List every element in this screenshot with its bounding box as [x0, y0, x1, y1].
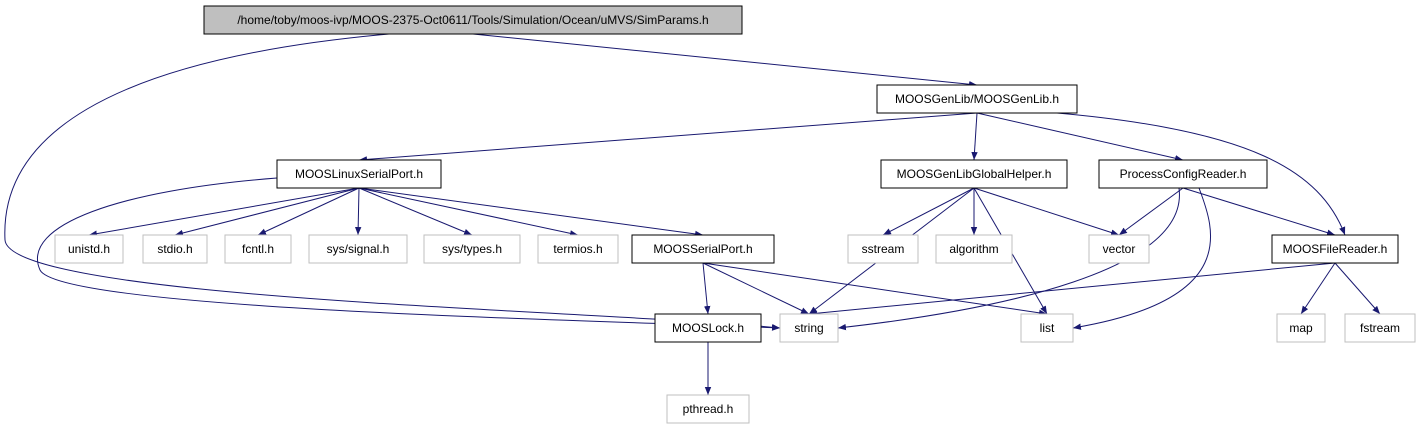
node-label: sys/signal.h: [327, 242, 390, 256]
node-termios: termios.h: [537, 234, 619, 264]
edge-linuxserial-to-types: [358, 187, 473, 236]
node-linuxserial[interactable]: MOOSLinuxSerialPort.h: [276, 159, 442, 189]
node-fstream: fstream: [1344, 313, 1416, 343]
node-box: [847, 234, 919, 264]
edge-filereader-to-map: [1300, 262, 1336, 315]
node-list: list: [1020, 313, 1074, 343]
node-box: [203, 5, 743, 35]
node-globalhelper[interactable]: MOOSGenLibGlobalHelper.h: [880, 159, 1068, 189]
node-processconfig[interactable]: ProcessConfigReader.h: [1098, 159, 1268, 189]
node-label: MOOSFileReader.h: [1283, 242, 1388, 256]
node-label: string: [794, 321, 823, 335]
edge-simparams-to-string: [4, 33, 781, 331]
node-box: [423, 234, 521, 264]
node-vector: vector: [1088, 234, 1150, 264]
node-moosgenlib[interactable]: MOOSGenLib/MOOSGenLib.h: [876, 84, 1078, 114]
edge-linuxserial-to-serialport: [358, 187, 704, 238]
node-box: [54, 234, 124, 264]
node-box: [880, 159, 1068, 189]
node-label: MOOSGenLib/MOOSGenLib.h: [895, 92, 1059, 106]
edge-serialport-to-mooslock: [702, 262, 711, 315]
node-label: pthread.h: [683, 402, 734, 416]
edge-serialport-to-string: [702, 262, 810, 315]
node-fcntl: fcntl.h: [224, 234, 292, 264]
edge-serialport-to-list: [702, 262, 1048, 316]
edge-moosgenlib-to-globalhelper: [971, 112, 978, 161]
edge-linuxserial-to-fcntl: [257, 187, 360, 236]
edge-processconfig-to-vector: [1118, 187, 1184, 236]
node-algorithm: algorithm: [935, 234, 1013, 264]
edge-processconfig-to-filereader: [1182, 187, 1336, 236]
node-label: MOOSSerialPort.h: [653, 242, 752, 256]
node-label: MOOSLinuxSerialPort.h: [295, 167, 423, 181]
node-string: string: [779, 313, 839, 343]
node-types: sys/types.h: [423, 234, 521, 264]
node-map: map: [1276, 313, 1326, 343]
node-label: MOOSGenLibGlobalHelper.h: [897, 167, 1052, 181]
edge-filereader-to-string: [808, 262, 1336, 317]
node-label: vector: [1103, 242, 1136, 256]
node-box: [1276, 313, 1326, 343]
node-label: fcntl.h: [242, 242, 274, 256]
node-label: stdio.h: [157, 242, 192, 256]
edge-moosgenlib-to-processconfig: [976, 112, 1184, 162]
edge-processconfig-to-list: [1072, 187, 1211, 330]
nodes-layer: /home/toby/moos-ivp/MOOS-2375-Oct0611/To…: [54, 5, 1416, 424]
node-box: [1344, 313, 1416, 343]
node-box: [224, 234, 292, 264]
node-serialport[interactable]: MOOSSerialPort.h: [631, 234, 775, 264]
node-label: unistd.h: [68, 242, 110, 256]
node-label: MOOSLock.h: [672, 321, 744, 335]
node-simparams[interactable]: /home/toby/moos-ivp/MOOS-2375-Oct0611/To…: [203, 5, 743, 35]
edge-simparams-to-moosgenlib: [472, 33, 978, 88]
node-filereader[interactable]: MOOSFileReader.h: [1271, 234, 1399, 264]
node-box: [654, 313, 762, 343]
node-box: [631, 234, 775, 264]
node-box: [666, 394, 750, 424]
edge-moosgenlib-to-linuxserial: [358, 112, 978, 163]
node-box: [1020, 313, 1074, 343]
node-box: [779, 313, 839, 343]
node-label: map: [1289, 321, 1313, 335]
node-pthread: pthread.h: [666, 394, 750, 424]
node-label: fstream: [1360, 321, 1400, 335]
node-box: [276, 159, 442, 189]
node-box: [876, 84, 1078, 114]
node-box: [308, 234, 408, 264]
node-stdio: stdio.h: [142, 234, 208, 264]
edge-linuxserial-to-string: [37, 177, 781, 331]
node-unistd: unistd.h: [54, 234, 124, 264]
edge-moosgenlib-to-filereader: [1056, 112, 1346, 236]
node-label: sys/types.h: [442, 242, 502, 256]
node-label: algorithm: [949, 242, 998, 256]
node-label: ProcessConfigReader.h: [1120, 167, 1247, 181]
node-label: termios.h: [553, 242, 602, 256]
edge-linuxserial-to-signal: [354, 187, 362, 236]
node-label: sstream: [862, 242, 905, 256]
node-box: [537, 234, 619, 264]
node-box: [1088, 234, 1150, 264]
edge-linuxserial-to-stdio: [174, 187, 360, 237]
edge-globalhelper-to-vector: [973, 187, 1120, 236]
node-label: /home/toby/moos-ivp/MOOS-2375-Oct0611/To…: [237, 13, 708, 27]
edges-layer: [4, 33, 1381, 395]
edge-linuxserial-to-unistd: [88, 187, 360, 237]
node-box: [935, 234, 1013, 264]
edge-filereader-to-fstream: [1334, 262, 1381, 315]
edge-processconfig-to-string: [837, 187, 1180, 331]
node-signal: sys/signal.h: [308, 234, 408, 264]
edge-linuxserial-to-termios: [358, 187, 579, 237]
node-mooslock[interactable]: MOOSLock.h: [654, 313, 762, 343]
node-box: [142, 234, 208, 264]
node-sstream: sstream: [847, 234, 919, 264]
node-box: [1098, 159, 1268, 189]
node-box: [1271, 234, 1399, 264]
node-label: list: [1040, 321, 1055, 335]
edge-globalhelper-to-sstream: [882, 187, 975, 236]
